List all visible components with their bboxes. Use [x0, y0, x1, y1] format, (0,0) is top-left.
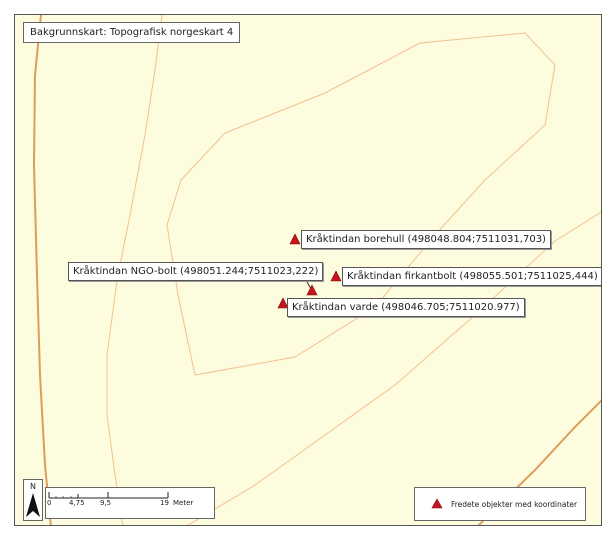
feature-label-varde[interactable]: Kråktindan varde (498046.705;7511020.977… — [287, 298, 525, 317]
scale-tick-label: 0 — [47, 499, 52, 507]
north-arrow-icon — [26, 493, 40, 517]
triangle-icon — [431, 498, 443, 509]
scale-bar-graphic — [48, 492, 169, 499]
label-leader-line — [305, 279, 312, 290]
legend: Fredete objekter med koordinater — [414, 487, 586, 521]
scale-tick-label: 4,75 — [69, 499, 85, 507]
scale-bar: 0 4,75 9,5 19 Meter — [45, 487, 215, 519]
map-view[interactable]: Bakgrunnskart: Topografisk norgeskart 4 … — [14, 14, 602, 526]
contour-line — [187, 211, 601, 525]
scale-unit-label: Meter — [173, 499, 194, 507]
scale-tick-label: 19 — [160, 499, 169, 507]
marker-varde[interactable] — [277, 297, 289, 309]
contour-line-closed — [166, 32, 556, 376]
scale-tick-label: 9,5 — [100, 499, 112, 507]
feature-label-ngo-bolt[interactable]: Kråktindan NGO-bolt (498051.244;7511023,… — [68, 262, 324, 281]
feature-label-borehull[interactable]: Kråktindan borehull (498048.804;7511031,… — [301, 230, 551, 249]
feature-label-firkantbolt[interactable]: Kråktindan firkantbolt (498055.501;75110… — [342, 267, 601, 286]
marker-borehull[interactable] — [289, 233, 301, 245]
contour-line-index — [32, 15, 52, 525]
marker-ngo-bolt[interactable] — [306, 284, 318, 296]
north-letter: N — [30, 482, 36, 491]
marker-firkantbolt[interactable] — [330, 270, 342, 282]
legend-label: Fredete objekter med koordinater — [451, 500, 578, 509]
background-map-title: Bakgrunnskart: Topografisk norgeskart 4 — [23, 22, 241, 43]
north-arrow: N — [23, 479, 43, 521]
